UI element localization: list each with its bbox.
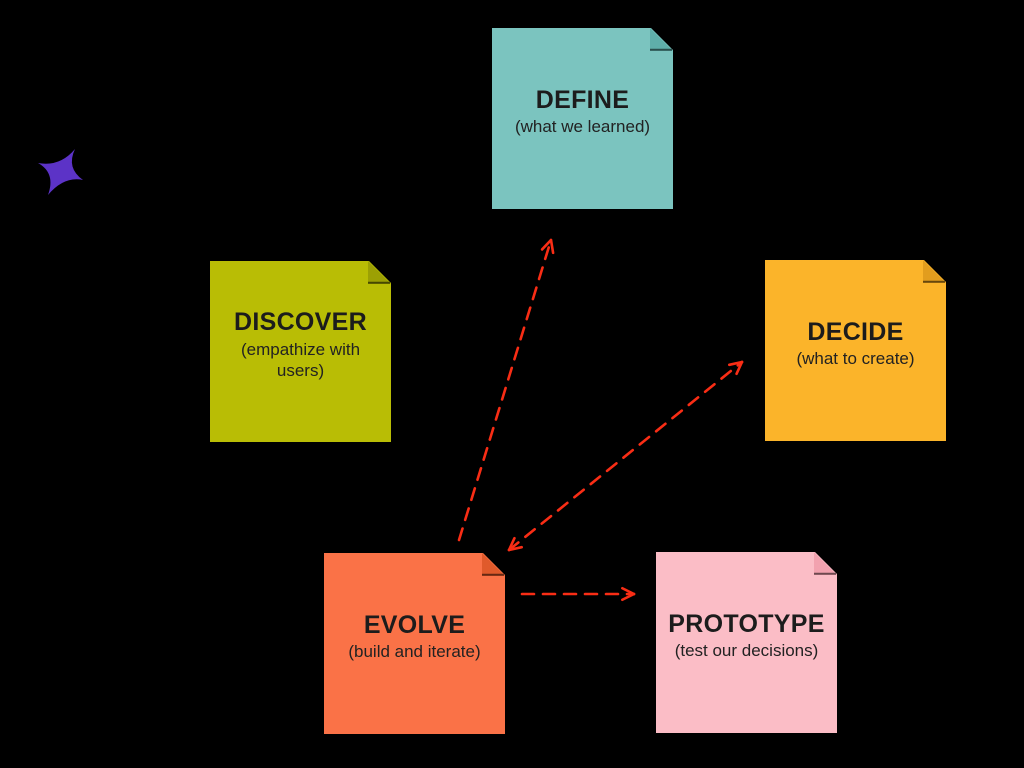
note-define: DEFINE (what we learned) xyxy=(492,28,673,209)
arrow-evolve-decide-two-way xyxy=(507,360,744,552)
folded-corner-icon xyxy=(650,28,673,51)
note-title: DISCOVER xyxy=(234,307,367,336)
note-title: DEFINE xyxy=(535,85,630,114)
folded-corner-icon xyxy=(923,260,946,283)
note-subtitle: (test our decisions) xyxy=(674,641,819,661)
folded-corner-icon xyxy=(368,261,391,284)
arrow-evolve-to-prototype xyxy=(520,586,636,602)
sparkle-icon xyxy=(38,149,83,195)
arrow-evolve-to-define xyxy=(457,238,555,542)
folded-corner-icon xyxy=(814,552,837,575)
note-subtitle: (what to create) xyxy=(796,349,915,369)
note-title: EVOLVE xyxy=(363,610,466,639)
note-title: PROTOTYPE xyxy=(668,609,825,638)
note-prototype: PROTOTYPE (test our decisions) xyxy=(656,552,837,733)
note-subtitle: (what we learned) xyxy=(514,117,651,137)
note-decide: DECIDE (what to create) xyxy=(765,260,946,441)
note-title: DECIDE xyxy=(807,317,904,346)
note-evolve: EVOLVE (build and iterate) xyxy=(324,553,505,734)
note-subtitle: (empathize with users) xyxy=(240,339,361,380)
note-subtitle: (build and iterate) xyxy=(348,642,481,662)
note-discover: DISCOVER (empathize with users) xyxy=(210,261,391,442)
folded-corner-icon xyxy=(482,553,505,576)
